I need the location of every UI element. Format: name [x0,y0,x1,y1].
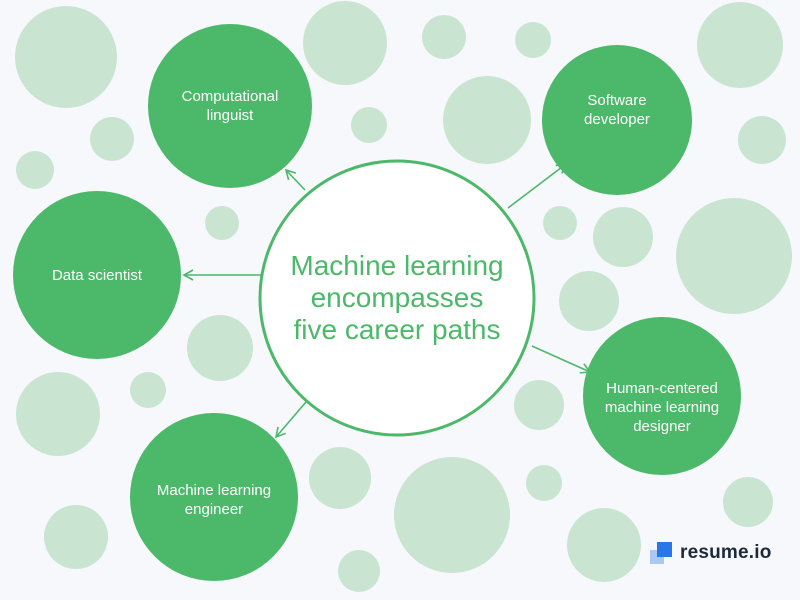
decorative-bubble [676,198,792,314]
node-circle-ml-engineer [130,413,298,581]
node-label-software-developer: Software developer [584,92,650,128]
arrow-to-software-developer [507,163,568,209]
decorative-bubble [130,372,166,408]
career-nodes [13,24,741,581]
decorative-bubble [16,151,54,189]
decorative-bubble [44,505,108,569]
arrow-to-computational-linguist [284,168,306,191]
decorative-bubble [205,206,239,240]
brand-logo: resume.io [650,542,772,564]
node-circle-software-developer [542,45,692,195]
decorative-bubble [351,107,387,143]
node-label-data-scientist: Data scientist [51,266,143,284]
node-circle-computational-linguist [148,24,312,188]
decorative-bubble [514,380,564,430]
decorative-bubble [543,206,577,240]
decorative-bubble [90,117,134,161]
decorative-bubble [338,550,380,592]
node-circle-data-scientist [13,191,181,359]
decorative-bubble [187,315,253,381]
arrow-to-human-centered-designer [531,345,592,374]
decorative-bubble [593,207,653,267]
arrow-to-ml-engineer [274,401,307,439]
center-circle [258,159,536,437]
decorative-bubble [515,22,551,58]
node-label-human-centered-designer: Human-centered machine learning designer [604,379,720,435]
decorative-bubble [309,447,371,509]
decorative-bubble [526,465,562,501]
decorative-bubble [394,457,510,573]
decorative-bubble [303,1,387,85]
decorative-bubble [15,6,117,108]
node-label-ml-engineer: Machine learning engineer [156,482,272,518]
connector-arrows [182,163,592,439]
decorative-bubble [723,477,773,527]
decorative-bubble [16,372,100,456]
resume-io-logo-icon [650,542,672,564]
node-label-computational-linguist: Computational linguist [181,88,279,124]
center-title: Machine learning encompasses five career… [290,250,504,345]
decorative-bubble [738,116,786,164]
brand-name: resume.io [680,542,772,563]
node-circle-human-centered-designer [583,317,741,475]
decorative-bubbles [15,1,792,592]
decorative-bubble [422,15,466,59]
decorative-bubble [443,76,531,164]
decorative-bubble [559,271,619,331]
decorative-bubble [697,2,783,88]
decorative-bubble [567,508,641,582]
